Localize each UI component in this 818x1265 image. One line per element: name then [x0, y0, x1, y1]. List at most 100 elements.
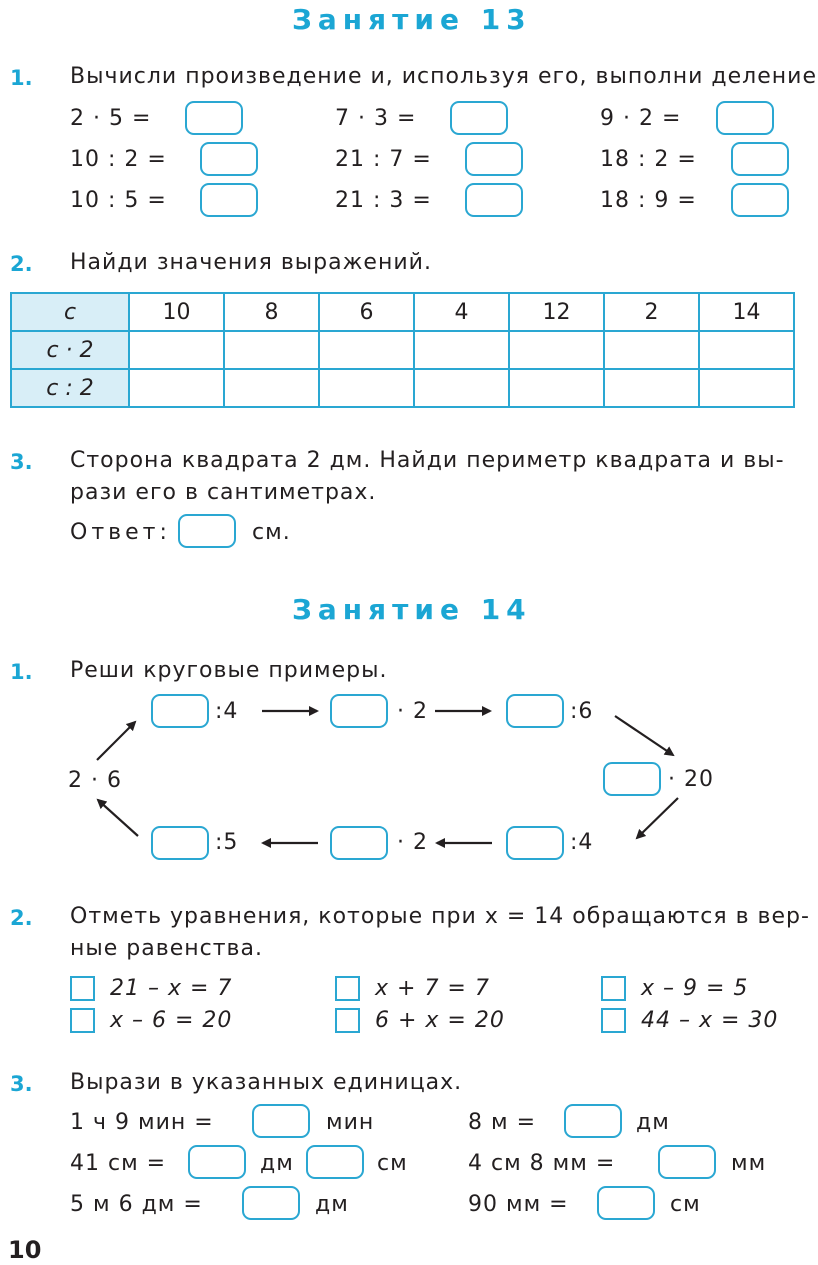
- expression: 7 · 3 =: [335, 106, 417, 131]
- exercise-number: 2.: [10, 252, 33, 276]
- chain-box[interactable]: [151, 694, 209, 728]
- arrow: [96, 798, 139, 837]
- table-cell[interactable]: [223, 368, 320, 408]
- equation-checkbox[interactable]: [601, 1008, 626, 1033]
- table-cell[interactable]: [508, 368, 605, 408]
- table-cell[interactable]: [698, 330, 795, 370]
- table-row-label: c · 2: [10, 330, 130, 370]
- exercise-text: рази его в сантиметрах.: [70, 480, 377, 505]
- expression: 18 : 9 =: [600, 188, 697, 213]
- page-number: 10: [8, 1236, 42, 1264]
- equation-checkbox[interactable]: [70, 1008, 95, 1033]
- answer-box[interactable]: [200, 142, 258, 176]
- exercise-text: Сторона квадрата 2 дм. Найди периметр кв…: [70, 448, 785, 473]
- equation-checkbox[interactable]: [601, 976, 626, 1001]
- chain-box[interactable]: [506, 826, 564, 860]
- answer-box[interactable]: [716, 101, 774, 135]
- expression: 10 : 5 =: [70, 188, 167, 213]
- chain-operation: · 2: [397, 830, 428, 855]
- chain-box[interactable]: [330, 826, 388, 860]
- conversion-unit: дм: [636, 1110, 670, 1135]
- lesson-14-title: Занятие 14: [292, 593, 532, 626]
- table-cell[interactable]: [413, 368, 510, 408]
- table-cell[interactable]: [223, 330, 320, 370]
- table-cell[interactable]: [603, 330, 700, 370]
- equation-checkbox[interactable]: [335, 1008, 360, 1033]
- table-cell[interactable]: [603, 368, 700, 408]
- conversion-expr: 8 м =: [468, 1110, 537, 1135]
- table-value: 6: [318, 292, 415, 332]
- table-header-label: c: [10, 292, 130, 332]
- values-table: c 10 8 6 4 12 2 14 c · 2 c : 2: [10, 292, 795, 408]
- expression: 10 : 2 =: [70, 147, 167, 172]
- answer-box[interactable]: [465, 142, 523, 176]
- exercise-number: 1.: [10, 66, 33, 90]
- answer-box[interactable]: [658, 1145, 716, 1179]
- answer-box[interactable]: [731, 183, 789, 217]
- conversion-expr: 5 м 6 дм =: [70, 1192, 203, 1217]
- exercise-text: Вычисли произведение и, используя его, в…: [70, 64, 818, 89]
- expression: 21 : 7 =: [335, 147, 432, 172]
- conversion-unit: мм: [731, 1151, 767, 1176]
- chain-operation: :6: [570, 699, 594, 724]
- conversion-expr: 41 см =: [70, 1151, 167, 1176]
- table-value: 14: [698, 292, 795, 332]
- equation: x – 6 = 20: [110, 1008, 233, 1033]
- chain-box[interactable]: [506, 694, 564, 728]
- exercise-text: Реши круговые примеры.: [70, 658, 388, 683]
- arrow: [614, 715, 675, 757]
- table-cell[interactable]: [508, 330, 605, 370]
- expression: 9 · 2 =: [600, 106, 682, 131]
- chain-box[interactable]: [151, 826, 209, 860]
- conversion-unit: дм: [260, 1151, 294, 1176]
- answer-box[interactable]: [242, 1186, 300, 1220]
- expression: 2 · 5 =: [70, 106, 152, 131]
- answer-box[interactable]: [465, 183, 523, 217]
- answer-box[interactable]: [185, 101, 243, 135]
- answer-box[interactable]: [597, 1186, 655, 1220]
- equation: 21 – x = 7: [110, 976, 233, 1001]
- conversion-unit: мин: [326, 1110, 375, 1135]
- equation: x + 7 = 7: [375, 976, 490, 1001]
- chain-operation: :5: [215, 830, 239, 855]
- conversion-unit: см: [670, 1192, 701, 1217]
- lesson-13-title: Занятие 13: [292, 3, 532, 36]
- equation: 44 – x = 30: [641, 1008, 779, 1033]
- table-cell[interactable]: [128, 368, 225, 408]
- answer-box[interactable]: [188, 1145, 246, 1179]
- equation-checkbox[interactable]: [70, 976, 95, 1001]
- table-value: 8: [223, 292, 320, 332]
- table-value: 4: [413, 292, 510, 332]
- table-cell[interactable]: [698, 368, 795, 408]
- conversion-unit: см: [377, 1151, 408, 1176]
- chain-start: 2 · 6: [68, 768, 122, 793]
- table-cell[interactable]: [318, 330, 415, 370]
- table-value: 12: [508, 292, 605, 332]
- conversion-expr: 90 мм =: [468, 1192, 569, 1217]
- arrow: [96, 720, 137, 761]
- conversion-unit: дм: [315, 1192, 349, 1217]
- answer-box[interactable]: [450, 101, 508, 135]
- chain-operation: :4: [570, 830, 594, 855]
- answer-box[interactable]: [564, 1104, 622, 1138]
- table-cell[interactable]: [128, 330, 225, 370]
- answer-box[interactable]: [200, 183, 258, 217]
- answer-box[interactable]: [731, 142, 789, 176]
- exercise-number: 1.: [10, 660, 33, 684]
- answer-box[interactable]: [178, 514, 236, 548]
- table-cell[interactable]: [318, 368, 415, 408]
- answer-label: Ответ:: [70, 520, 171, 545]
- answer-box[interactable]: [306, 1145, 364, 1179]
- conversion-expr: 1 ч 9 мин =: [70, 1110, 214, 1135]
- exercise-number: 3.: [10, 450, 33, 474]
- answer-box[interactable]: [252, 1104, 310, 1138]
- chain-operation: :4: [215, 699, 239, 724]
- table-cell[interactable]: [413, 330, 510, 370]
- chain-box[interactable]: [330, 694, 388, 728]
- chain-box[interactable]: [603, 762, 661, 796]
- answer-unit: см.: [252, 520, 291, 545]
- exercise-text: Вырази в указанных единицах.: [70, 1070, 463, 1095]
- table-value: 10: [128, 292, 225, 332]
- equation-checkbox[interactable]: [335, 976, 360, 1001]
